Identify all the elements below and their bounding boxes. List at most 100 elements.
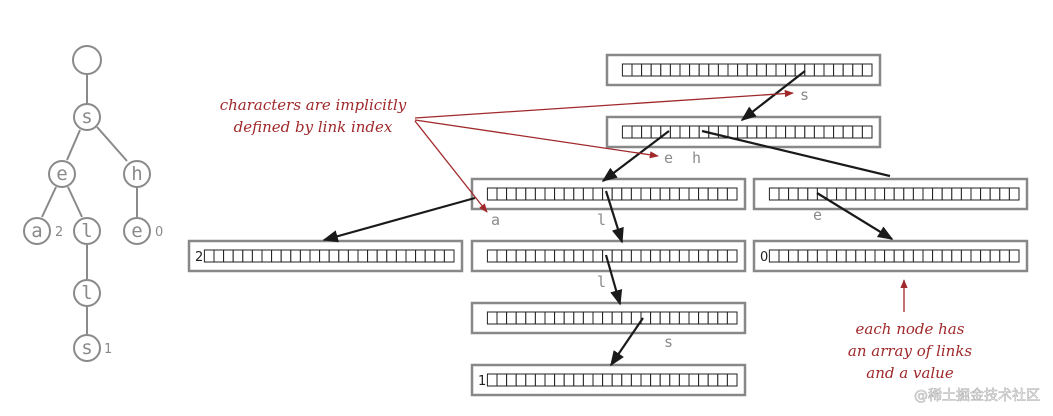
link-cell	[203, 249, 215, 263]
link-cell	[823, 125, 835, 139]
tree-node-h: h	[123, 160, 151, 188]
link-cell	[999, 249, 1010, 263]
link-cell	[434, 249, 445, 263]
trie-node	[752, 177, 1029, 211]
link-cell	[768, 249, 780, 263]
link-cell	[621, 311, 632, 325]
link-cell	[737, 125, 748, 139]
link-cell	[698, 373, 709, 387]
link-cell	[592, 187, 604, 201]
link-label-l: l	[597, 273, 606, 291]
link-cell	[726, 373, 738, 387]
link-cell	[357, 249, 369, 263]
link-cell	[328, 249, 340, 263]
link-arrow	[610, 317, 644, 367]
link-cell	[807, 249, 818, 263]
link-cell	[563, 373, 575, 387]
link-cell	[650, 125, 662, 139]
link-cell	[833, 63, 844, 77]
tree-node-label: l	[81, 282, 92, 304]
link-cell	[525, 373, 536, 387]
link-label-s: s	[800, 86, 809, 104]
link-cell	[544, 311, 556, 325]
link-cell	[903, 187, 914, 201]
link-cell	[621, 63, 633, 77]
link-cell	[534, 373, 546, 387]
annotation-line: characters are implicitly	[220, 96, 407, 114]
link-cell	[861, 63, 873, 77]
link-cell	[970, 187, 982, 201]
trie-node-value: 1	[478, 374, 486, 389]
link-cell	[726, 249, 738, 263]
link-cell	[804, 125, 815, 139]
link-cell	[707, 249, 719, 263]
link-cell	[554, 373, 565, 387]
link-cell	[506, 311, 517, 325]
link-cell	[534, 249, 546, 263]
link-cell	[689, 125, 700, 139]
link-cell	[251, 249, 263, 263]
link-cell	[679, 63, 691, 77]
link-cell	[707, 373, 719, 387]
link-cell	[727, 125, 739, 139]
link-array	[768, 249, 1020, 263]
link-cell	[999, 187, 1010, 201]
link-cell	[506, 249, 517, 263]
link-cell	[707, 187, 719, 201]
link-cell	[845, 187, 857, 201]
link-cell	[717, 63, 729, 77]
link-cell	[641, 63, 652, 77]
link-cell	[775, 125, 787, 139]
link-cell	[486, 187, 498, 201]
link-cell	[804, 63, 815, 77]
link-cell	[631, 63, 643, 77]
link-array	[203, 249, 455, 263]
link-cell	[630, 249, 642, 263]
link-cell	[717, 249, 728, 263]
tree-node-e: e	[48, 160, 76, 188]
link-cell	[746, 125, 758, 139]
tree-node-a: a 2	[23, 217, 63, 245]
link-cell	[989, 249, 1001, 263]
link-cell	[573, 249, 584, 263]
tree-node-value: 1	[104, 342, 112, 357]
link-cell	[395, 249, 407, 263]
link-arrow	[816, 192, 894, 240]
trie-node-value: 2	[195, 250, 203, 265]
tree-node-label: l	[81, 220, 92, 242]
link-cell	[698, 63, 710, 77]
link-cell	[659, 187, 671, 201]
link-array	[486, 249, 738, 263]
link-cell	[922, 249, 934, 263]
link-cell	[816, 249, 828, 263]
annotation-line: an array of links	[848, 342, 973, 360]
link-cell	[525, 187, 536, 201]
link-cell	[1008, 249, 1020, 263]
link-cell	[650, 249, 661, 263]
link-cell	[874, 187, 886, 201]
link-label-a: a	[491, 211, 500, 229]
tree-node-label: a	[31, 220, 42, 242]
link-cell	[678, 249, 690, 263]
link-cell	[338, 249, 349, 263]
link-cell	[496, 249, 508, 263]
link-array	[486, 311, 738, 325]
link-cell	[698, 311, 709, 325]
abstract-tree: s e h a 2 l e 0 l s 1	[23, 45, 163, 362]
link-cell	[669, 311, 680, 325]
link-cell	[669, 63, 681, 77]
link-cell	[785, 63, 796, 77]
link-cell	[688, 311, 700, 325]
link-cell	[232, 249, 244, 263]
link-cell	[563, 249, 575, 263]
link-arrow	[740, 70, 806, 121]
link-cell	[669, 187, 680, 201]
link-cell	[573, 373, 584, 387]
link-cell	[506, 187, 517, 201]
tree-node-s2: s 1	[73, 334, 112, 362]
link-cell	[669, 249, 680, 263]
link-cell	[778, 249, 790, 263]
link-cell	[707, 311, 719, 325]
link-cell	[941, 249, 953, 263]
